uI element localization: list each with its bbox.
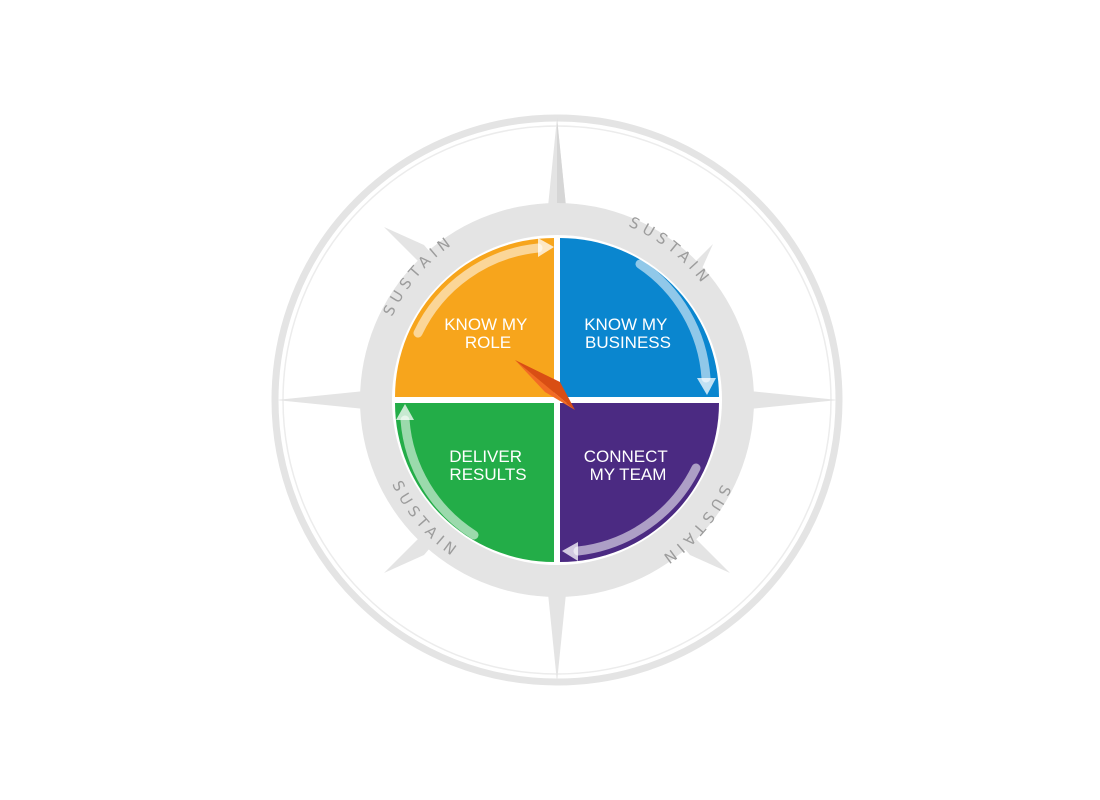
arrowhead-team-to-results: [562, 542, 578, 561]
quadrant-connect-my-team: [560, 403, 719, 562]
arrowhead-business-to-team: [697, 378, 716, 395]
arrowhead-results-to-role: [396, 404, 414, 420]
arrow-results-to-role: [400, 415, 479, 540]
arrow-team-to-results: [573, 463, 701, 556]
quadrant-know-my-business: [560, 238, 719, 397]
arrow-role-to-business: [413, 243, 543, 338]
label-know-my-role: KNOW MY ROLE: [444, 315, 532, 352]
label-know-my-business: KNOW MY BUSINESS: [584, 315, 672, 352]
arrowhead-role-to-business: [538, 238, 554, 257]
cycle-arrows: [400, 243, 711, 556]
quadrant-deliver-results: [395, 403, 554, 562]
cycle-arrowheads: [396, 238, 716, 561]
quadrant-know-my-role: [395, 238, 554, 397]
arrow-business-to-team: [635, 259, 711, 383]
label-connect-my-team: CONNECT MY TEAM: [584, 447, 672, 484]
compass-needle-shade: [515, 360, 575, 410]
label-deliver-results: DELIVER RESULTS: [449, 447, 526, 484]
quadrant-backdrop: [392, 235, 722, 565]
